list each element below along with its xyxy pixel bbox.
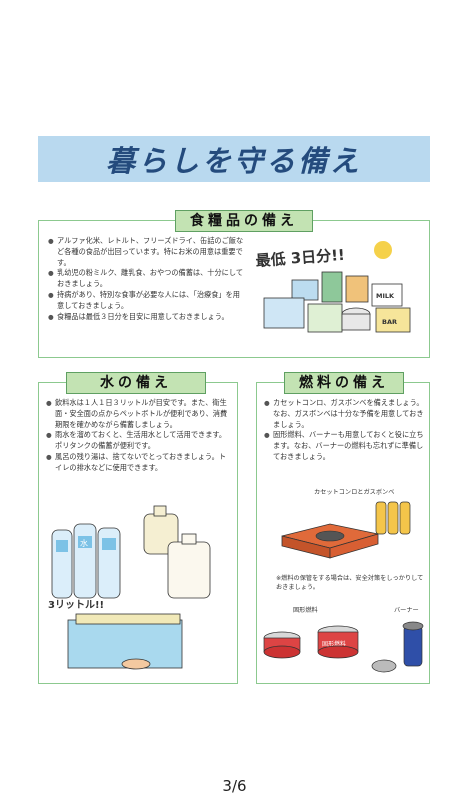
bottle-label: 水 — [80, 538, 88, 548]
list-item: 風呂の残り湯は、捨てないでとっておきましょう。トイレの排水などに使用できます。 — [46, 452, 232, 474]
food-list: アルファ化米、レトルト、フリーズドライ、缶詰のご飯など各種の食品が出回っています… — [48, 236, 244, 322]
list-item: カセットコンロ、ガスボンベを備えましょう。なお、ガスボンベは十分な予備を用意して… — [264, 398, 424, 430]
food-illus-text: 最低 3日分!! — [255, 246, 345, 270]
page-title: 暮らしを守る備え — [105, 144, 362, 178]
stove-illustration — [281, 501, 411, 559]
list-item: 食糧品は最低３日分を目安に用意しておきましょう。 — [48, 312, 244, 323]
fuel-list: カセットコンロ、ガスボンベを備えましょう。なお、ガスボンベは十分な予備を用意して… — [264, 398, 424, 463]
list-item: 雨水を溜めておくと、生活用水として活用できます。ポリタンクの備蓄が便利です。 — [46, 430, 232, 452]
list-item: 持病があり、特別な食事が必要な人には、「治療食」を用意しておきましょう。 — [48, 290, 244, 312]
fuel-items-illustration: 固形燃料 — [263, 621, 424, 673]
list-item: アルファ化米、レトルト、フリーズドライ、缶詰のご飯など各種の食品が出回っています… — [48, 236, 244, 268]
water-illustration: 水 3リットル!! — [48, 505, 211, 670]
burner-caption: バーナー — [394, 607, 419, 614]
food-illustration: 最低 3日分!! MILK BAR — [255, 241, 411, 333]
water-illus-text: 3リットル!! — [48, 599, 104, 611]
water-list: 飲料水は１人１日３リットルが目安です。また、衛生面・安全面の点からペットボトルが… — [46, 398, 232, 474]
list-item: 乳幼児の粉ミルク、離乳食、おやつの備蓄は、十分にしておきましょう。 — [48, 268, 244, 290]
can-label: 固形燃料 — [322, 640, 346, 648]
milk-label: MILK — [376, 292, 395, 300]
page-number: 3/6 — [222, 777, 247, 795]
food-heading: 食糧品の備え — [175, 210, 313, 232]
stove-caption: カセットコンロとガスボンベ — [314, 489, 395, 496]
water-heading: 水の備え — [66, 372, 206, 394]
fuel-heading: 燃料の備え — [284, 372, 404, 394]
list-item: 固形燃料、バーナーも用意しておくと役に立ちます。なお、バーナーの燃料も忘れずに準… — [264, 430, 424, 462]
bar-label: BAR — [382, 318, 397, 326]
title-banner: 暮らしを守る備え — [38, 136, 430, 182]
list-item: 飲料水は１人１日３リットルが目安です。また、衛生面・安全面の点からペットボトルが… — [46, 398, 232, 430]
solid-fuel-caption: 固形燃料 — [293, 607, 318, 614]
fuel-note: ※燃料の保管をする場合は、安全対策をしっかりしておきましょう。 — [276, 575, 424, 591]
